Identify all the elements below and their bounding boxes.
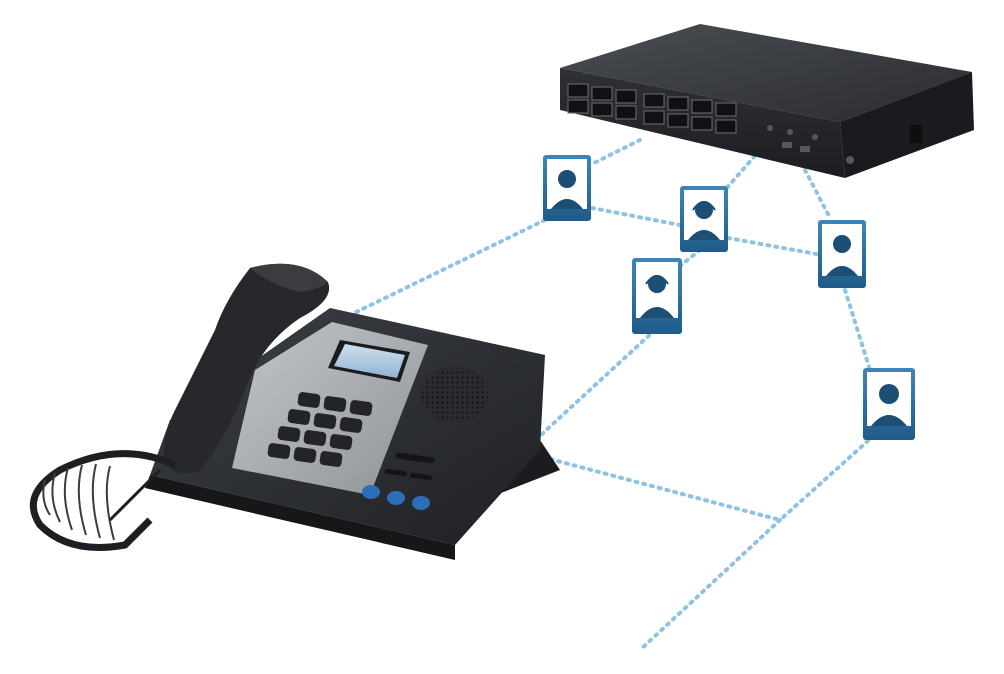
ip-desk-phone (29, 263, 560, 560)
user-avatar-icon (818, 220, 866, 288)
coiled-cord (29, 450, 177, 551)
function-buttons (362, 485, 430, 510)
user-avatar-icon (543, 155, 591, 221)
user-headset-avatar-icon (680, 186, 728, 252)
keypad (267, 392, 373, 467)
network-switch (560, 24, 974, 178)
user-headset-avatar-icon (632, 258, 682, 334)
handset (163, 263, 330, 474)
user-avatar-icon (863, 368, 915, 440)
switch-ports (567, 83, 737, 134)
